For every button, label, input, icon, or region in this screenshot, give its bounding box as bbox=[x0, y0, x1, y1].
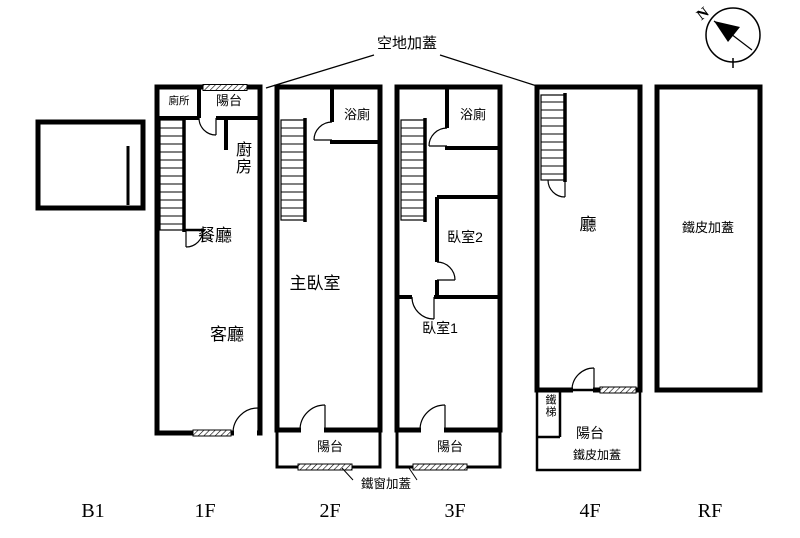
room-1f-living: 客廳 bbox=[210, 325, 244, 344]
room-3f-bedroom2: 臥室2 bbox=[447, 229, 483, 245]
note-open-space-addition: 空地加蓋 bbox=[376, 35, 437, 52]
room-2f-master-bedroom: 主臥室 bbox=[289, 274, 341, 293]
room-4f-iron-stair: 鐵梯 bbox=[544, 394, 556, 418]
floor-label-b1: B1 bbox=[81, 500, 105, 522]
floor-label-2f: 2F bbox=[319, 500, 341, 522]
north-arrowhead bbox=[714, 21, 740, 42]
floor-label-3f: 3F bbox=[444, 500, 466, 522]
room-2f-balcony: 陽台 bbox=[316, 439, 343, 454]
room-2f-bath: 浴廁 bbox=[343, 107, 370, 122]
note-iron-window-addition: 鐵窗加蓋 bbox=[360, 477, 411, 491]
floor-label-rf: RF bbox=[697, 500, 723, 522]
room-3f-bedroom1: 臥室1 bbox=[422, 320, 458, 336]
room-1f-balcony: 陽台 bbox=[215, 93, 242, 108]
door-arc bbox=[428, 127, 448, 147]
door-arc bbox=[436, 261, 456, 281]
door-arc bbox=[411, 296, 435, 320]
window-hatch bbox=[192, 84, 248, 437]
stairs-2f bbox=[280, 118, 307, 222]
note-4f-metal-roof-addition: 鐵皮加蓋 bbox=[572, 448, 621, 462]
unit-b1 bbox=[35, 119, 146, 211]
unit-rf bbox=[654, 84, 763, 393]
door-arc bbox=[185, 229, 204, 248]
window-hatch bbox=[599, 386, 637, 394]
unit-1f bbox=[154, 84, 263, 437]
room-1f-toilet: 廁所 bbox=[168, 95, 190, 107]
unit-3f bbox=[394, 84, 503, 471]
room-4f-hall: 廳 bbox=[579, 215, 597, 234]
window-hatch bbox=[412, 463, 468, 471]
door-arc bbox=[313, 121, 333, 141]
room-1f-dining: 餐廳 bbox=[198, 226, 232, 245]
annex-4f bbox=[535, 388, 642, 472]
floor-label-4f: 4F bbox=[579, 500, 601, 522]
stairs-1f bbox=[159, 118, 186, 232]
room-4f-balcony: 陽台 bbox=[576, 425, 604, 441]
unit-2f bbox=[274, 84, 383, 471]
door-arc bbox=[547, 179, 566, 198]
unit-4f bbox=[534, 84, 643, 472]
north-compass bbox=[705, 7, 761, 68]
note-rf-metal-roof-addition: 鐵皮加蓋 bbox=[681, 220, 734, 235]
window-hatch bbox=[297, 463, 353, 471]
room-1f-kitchen: 廚房 bbox=[233, 141, 250, 175]
room-3f-balcony: 陽台 bbox=[436, 439, 463, 454]
room-3f-bath: 浴廁 bbox=[459, 107, 486, 122]
leader-lines bbox=[265, 54, 541, 481]
floor-label-1f: 1F bbox=[194, 500, 216, 522]
door-arc bbox=[198, 117, 217, 136]
stairs-4f bbox=[540, 93, 567, 182]
door-arc bbox=[419, 404, 446, 431]
door-arc bbox=[299, 404, 326, 431]
stairs-3f bbox=[400, 118, 427, 222]
door-arc bbox=[571, 367, 595, 391]
door-arc bbox=[232, 407, 259, 434]
